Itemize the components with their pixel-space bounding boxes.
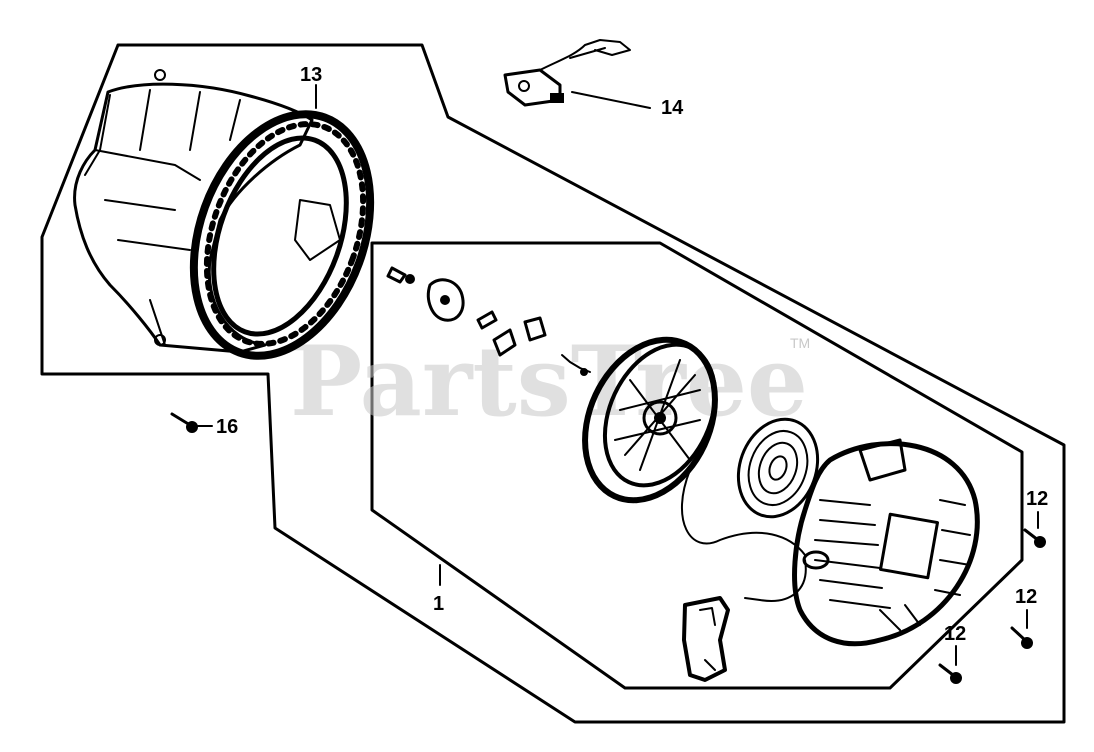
outer-group-outline: [40, 43, 1066, 724]
starter-case[interactable]: [792, 438, 980, 647]
callout-13: 13: [300, 64, 322, 86]
bolt-part-16[interactable]: [170, 412, 213, 433]
recoil-assembly-outline: [370, 241, 1024, 690]
starter-small-parts[interactable]: [386, 266, 591, 376]
switch-part-14[interactable]: [503, 39, 631, 107]
watermark-text: PartsTree: [290, 325, 808, 438]
callout-12-c: 12: [944, 623, 966, 645]
bolt-part-12-a[interactable]: [1023, 511, 1046, 548]
bolt-part-12-c[interactable]: [938, 645, 962, 684]
callout-1: 1: [433, 593, 444, 615]
leader-14: [571, 91, 651, 109]
bolt-part-12-b[interactable]: [1010, 609, 1033, 649]
callout-12-a: 12: [1026, 488, 1048, 510]
starter-handle[interactable]: [682, 596, 730, 682]
watermark-trademark: TM: [790, 335, 810, 351]
callout-14: 14: [661, 97, 684, 119]
callout-16: 16: [216, 416, 238, 438]
recoil-pulley[interactable]: [560, 319, 740, 522]
callout-12-b: 12: [1015, 586, 1037, 608]
starter-rope: [681, 469, 807, 602]
blower-housing-part-13[interactable]: [73, 69, 402, 381]
